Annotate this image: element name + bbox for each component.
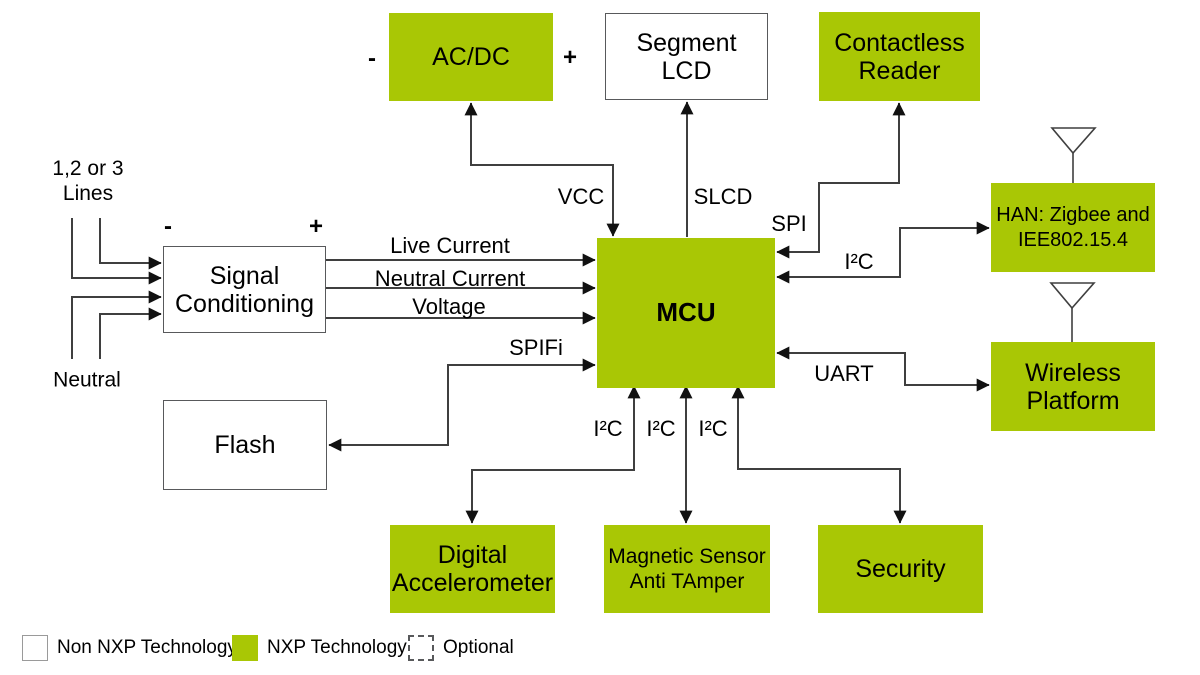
legend-item-non-nxp: Non NXP Technology <box>22 635 237 661</box>
block-magnetic-sensor: Magnetic Sensor Anti TAmper <box>604 525 770 613</box>
block-security: Security <box>818 525 983 613</box>
signal-conditioning-plus-sign: + <box>308 212 324 240</box>
label-i2c-security: I²C <box>698 416 728 442</box>
connector-line-input-1 <box>99 218 162 270</box>
block-acdc: AC/DC <box>389 13 553 101</box>
block-han-zigbee: HAN: Zigbee and IEE802.15.4 <box>991 183 1155 272</box>
antenna-icon <box>1049 282 1096 342</box>
connector-neutral-input-2 <box>99 307 162 359</box>
label-uart: UART <box>814 361 874 387</box>
connector-neutral-input-1 <box>71 290 162 359</box>
legend-label: NXP Technology <box>267 637 407 658</box>
label-i2c-accelerometer: I²C <box>593 416 623 442</box>
block-mcu: MCU <box>597 238 775 388</box>
block-segment-lcd: Segment LCD <box>605 13 768 100</box>
connector-i2c-accelerometer <box>465 385 641 524</box>
signal-conditioning-minus-sign: - <box>164 212 172 240</box>
block-flash: Flash <box>163 400 327 490</box>
label-spi: SPI <box>771 211 807 237</box>
connector-line-input-2 <box>71 218 162 285</box>
lines-input-label: 1,2 or 3 Lines <box>52 157 124 205</box>
block-signal-conditioning: Signal Conditioning <box>163 246 326 333</box>
legend-swatch-nxp <box>232 635 258 661</box>
legend-item-optional: Optional <box>408 635 514 661</box>
block-contactless-reader: Contactless Reader <box>819 12 980 101</box>
connector-uart <box>776 346 990 392</box>
label-live-current: Live Current <box>390 233 510 259</box>
label-i2c-han: I²C <box>844 249 874 275</box>
block-digital-accelerometer: Digital Accelerometer <box>390 525 555 613</box>
acdc-minus-sign: - <box>368 44 376 72</box>
connector-i2c-han <box>776 221 990 284</box>
legend-swatch-non-nxp <box>22 635 48 661</box>
connector-i2c-security <box>731 385 907 524</box>
label-voltage: Voltage <box>412 294 486 320</box>
legend-label: Non NXP Technology <box>57 637 237 658</box>
connector-spifi-flash <box>328 358 596 452</box>
label-vcc: VCC <box>557 184 605 210</box>
label-slcd: SLCD <box>693 184 753 210</box>
block-wireless-platform: Wireless Platform <box>991 342 1155 431</box>
label-neutral-current: Neutral Current <box>374 266 526 292</box>
legend-item-nxp: NXP Technology <box>232 635 407 661</box>
legend-swatch-optional <box>408 635 434 661</box>
acdc-plus-sign: + <box>562 43 578 71</box>
label-i2c-magnetic: I²C <box>646 416 676 442</box>
label-spifi: SPIFi <box>509 335 563 361</box>
legend-label: Optional <box>443 637 514 658</box>
connector-vcc <box>464 102 620 237</box>
neutral-input-label: Neutral <box>53 368 121 392</box>
antenna-icon <box>1050 127 1097 183</box>
